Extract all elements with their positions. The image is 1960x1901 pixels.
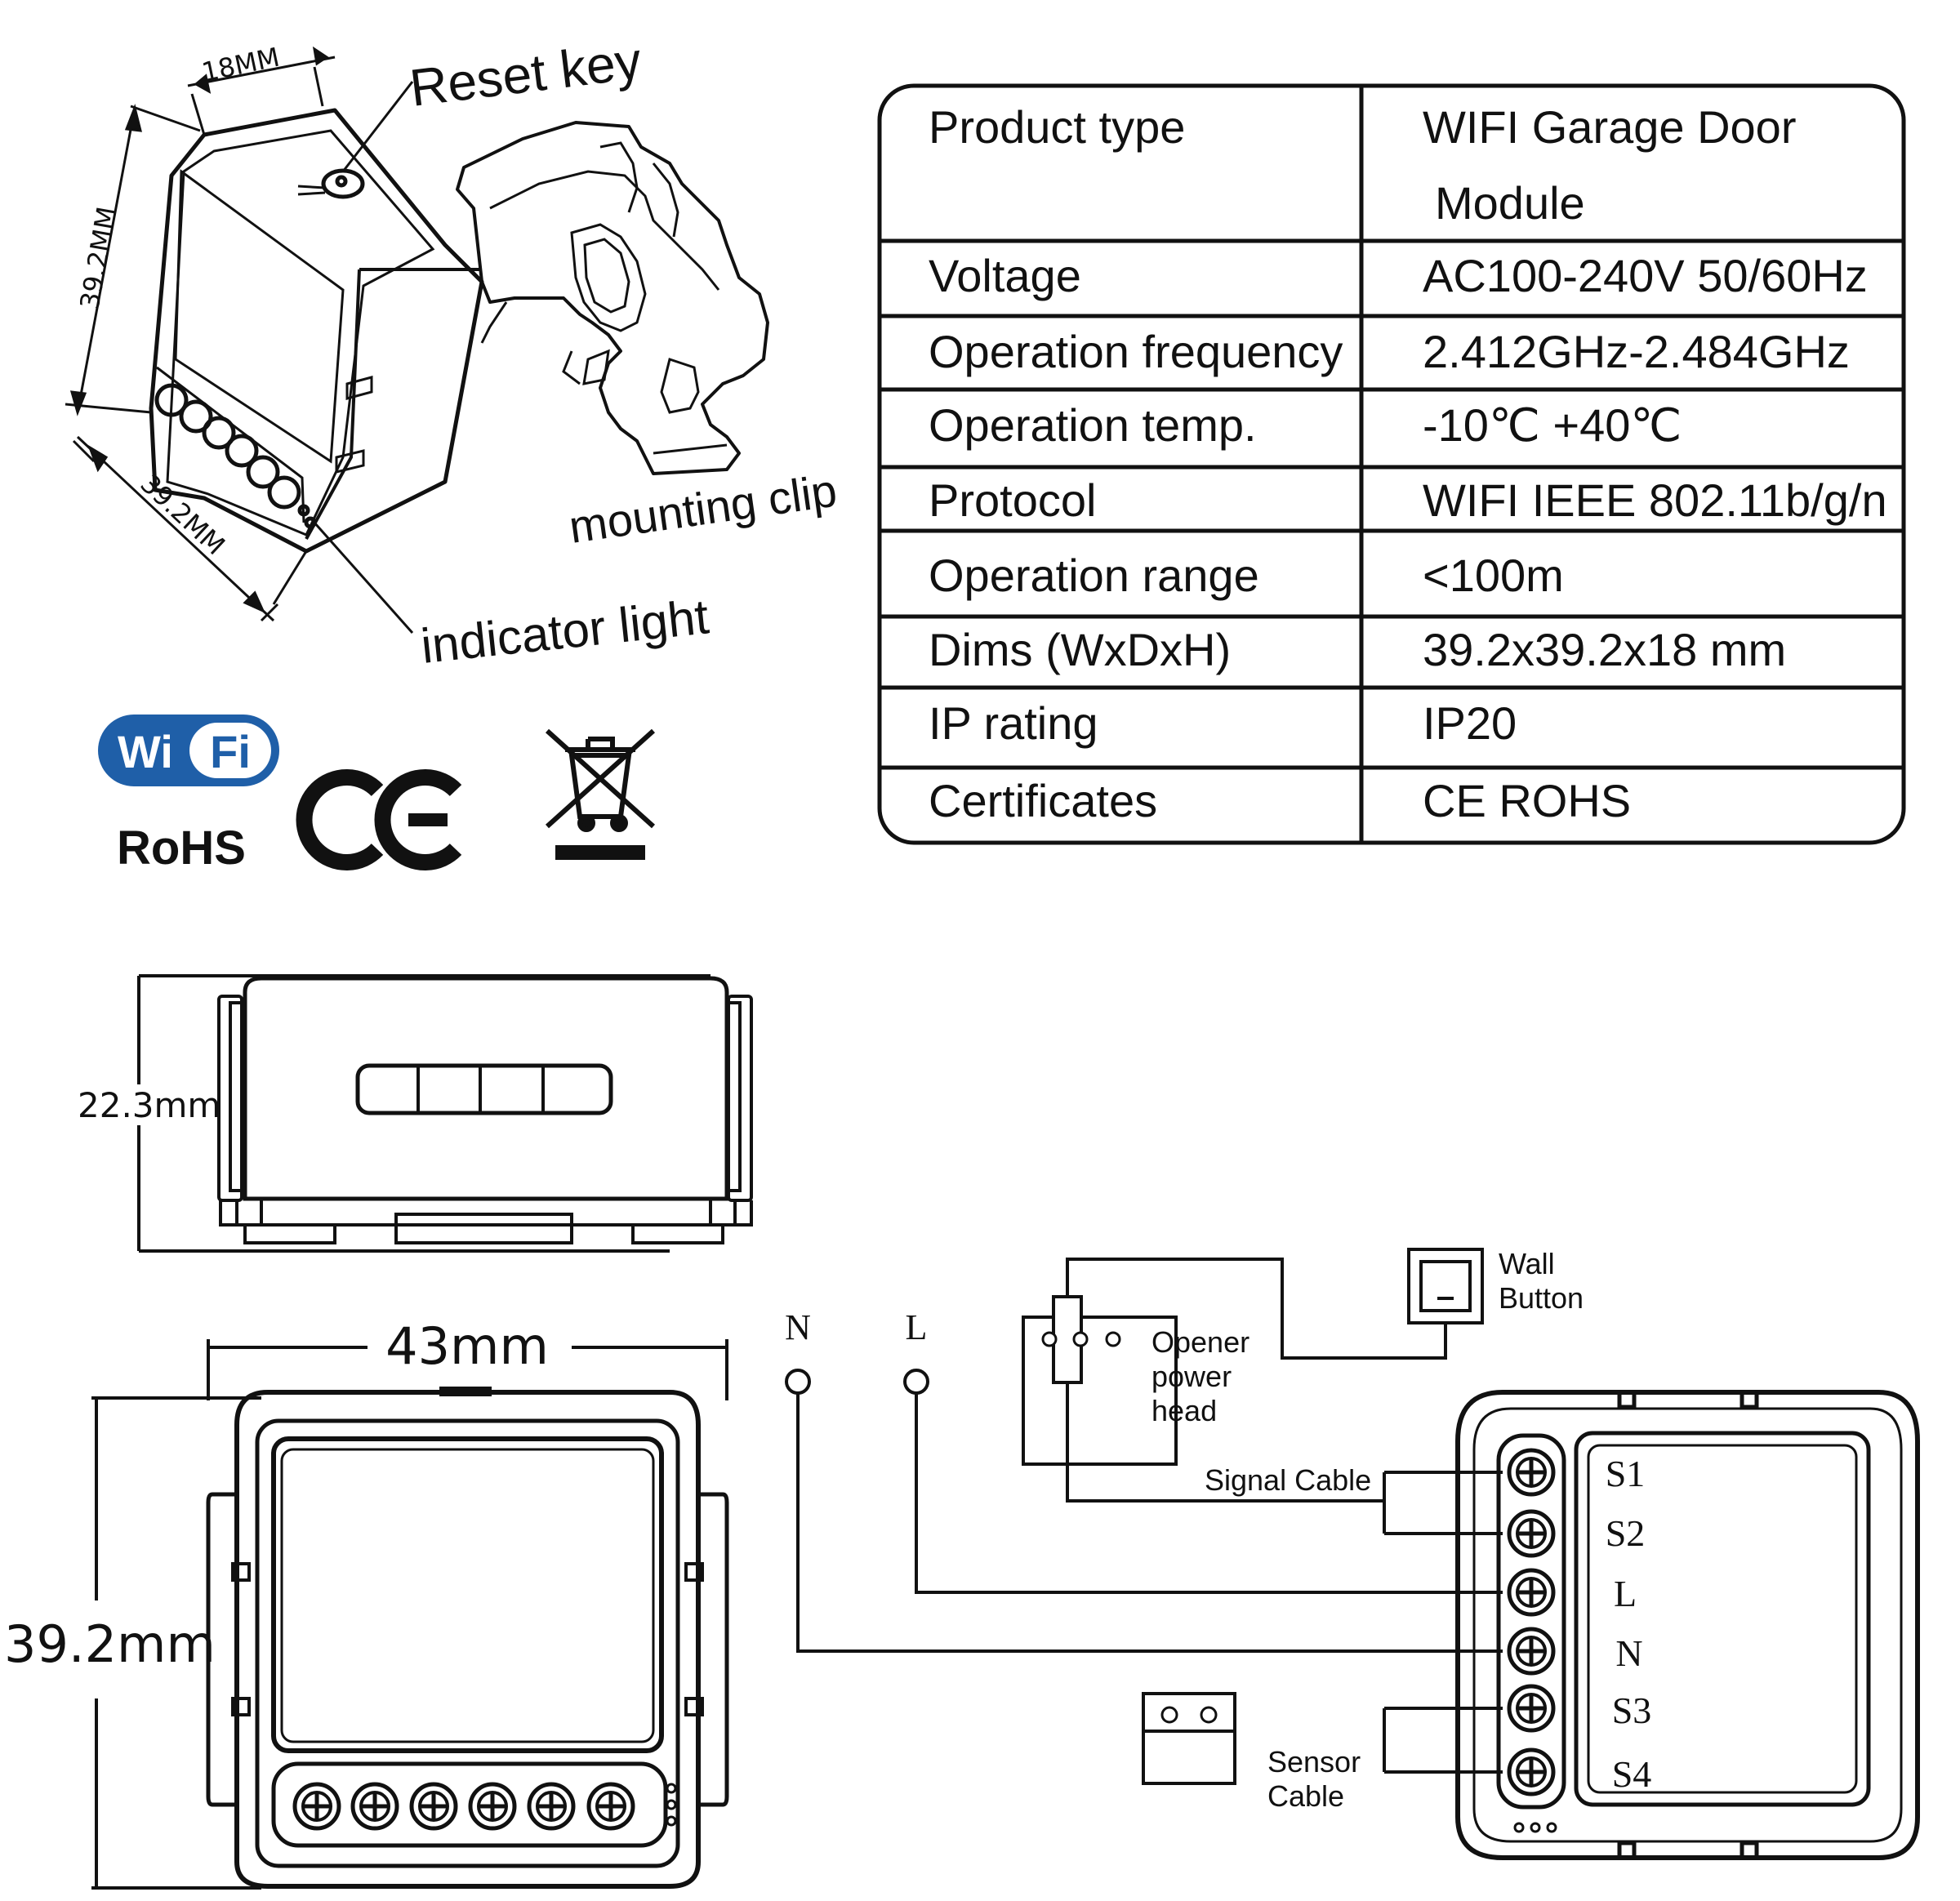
spec-label-voltage: Voltage: [929, 250, 1081, 301]
spec-label-certificates: Certificates: [929, 775, 1157, 826]
opener-label-line2: power: [1152, 1360, 1232, 1393]
iso-dimension-lines: [65, 46, 414, 634]
spec-value-voltage: AC100-240V 50/60Hz: [1423, 250, 1868, 301]
spec-label-frequency: Operation frequency: [929, 326, 1343, 377]
wall-button-label-line2: Button: [1499, 1281, 1584, 1315]
spec-label-dims: Dims (WxDxH): [929, 624, 1231, 675]
front-view-drawing: 43mm 39.2mm: [4, 1316, 729, 1890]
neutral-input-terminal: [785, 1369, 811, 1395]
wires: [796, 1248, 1503, 1785]
reset-key-label: Reset key: [407, 31, 644, 118]
weee-bin-icon: [545, 728, 656, 860]
spec-label-product-type: Product type: [929, 101, 1185, 153]
spec-value-frequency: 2.412GHz-2.484GHz: [1423, 326, 1850, 377]
terminal-label-s4: S4: [1612, 1753, 1652, 1795]
front-width-dimension-label: 43mm: [385, 1316, 549, 1376]
terminal-label-s3: S3: [1612, 1690, 1652, 1731]
spec-value-range: <100m: [1423, 550, 1564, 601]
opener-label-line3: head: [1152, 1394, 1217, 1427]
wifi-logo-left-text: Wi: [118, 726, 173, 777]
spec-value-protocol: WIFI IEEE 802.11b/g/n: [1423, 474, 1887, 526]
side-height-dimension-label: 22.3mm: [78, 1085, 220, 1125]
spec-value-product-type-line2: Module: [1435, 177, 1585, 229]
certification-badges: Wi Fi RoHS: [98, 715, 656, 875]
sensor-cable-label-line1: Sensor: [1267, 1745, 1361, 1779]
indicator-light-label: indicator light: [418, 589, 711, 674]
wiring-module: S1 S2 L N S3 S4: [1455, 1390, 1920, 1860]
side-view-drawing: 22.3mm: [74, 974, 753, 1253]
terminal-label-s2: S2: [1606, 1512, 1646, 1554]
line-input-label: L: [906, 1307, 928, 1347]
terminal-label-n: N: [1615, 1632, 1642, 1674]
width-dimension-label: 39.2MM: [135, 468, 231, 561]
neutral-input-label: N: [785, 1307, 811, 1347]
spec-table: Product type WIFI Garage Door Module Vol…: [877, 83, 1906, 845]
spec-value-dims: 39.2x39.2x18 mm: [1423, 624, 1786, 675]
signal-cable-label: Signal Cable: [1205, 1463, 1371, 1497]
ce-mark: [296, 769, 462, 870]
mounting-clip-label: mounting clip: [566, 465, 840, 553]
spec-label-temperature: Operation temp.: [929, 399, 1257, 451]
line-input-terminal: [903, 1369, 929, 1395]
spec-value-ip-rating: IP20: [1423, 697, 1517, 749]
mounting-clip: [456, 121, 769, 475]
wifi-logo-right-text: Fi: [210, 726, 251, 777]
spec-value-certificates: CE ROHS: [1423, 775, 1631, 826]
spec-label-protocol: Protocol: [929, 474, 1096, 526]
spec-label-ip-rating: IP rating: [929, 697, 1098, 749]
rohs-mark: RoHS: [117, 821, 246, 875]
opener-label-line1: Opener: [1152, 1325, 1250, 1359]
wiring-diagram: N L: [785, 1247, 1920, 1860]
wifi-logo: Wi Fi: [98, 715, 279, 786]
height-dimension-label: 39.2MM: [74, 204, 122, 311]
terminal-label-l: L: [1614, 1573, 1637, 1614]
front-height-dimension-label: 39.2mm: [4, 1614, 216, 1674]
spec-value-temperature: -10℃ +40℃: [1423, 399, 1682, 451]
terminal-label-s1: S1: [1606, 1453, 1646, 1494]
device-body: [149, 108, 484, 554]
spec-value-product-type: WIFI Garage Door: [1423, 101, 1796, 153]
sensor-cable-label-line2: Cable: [1267, 1779, 1344, 1813]
opener-terminals: [1041, 1331, 1218, 1724]
depth-dimension-label: 18MM: [199, 42, 283, 88]
isometric-device-drawing: 18MM 39.2MM 39.2MM Reset key mounting cl…: [65, 31, 840, 674]
wall-button-label-line1: Wall: [1499, 1247, 1555, 1280]
spec-label-range: Operation range: [929, 550, 1259, 601]
